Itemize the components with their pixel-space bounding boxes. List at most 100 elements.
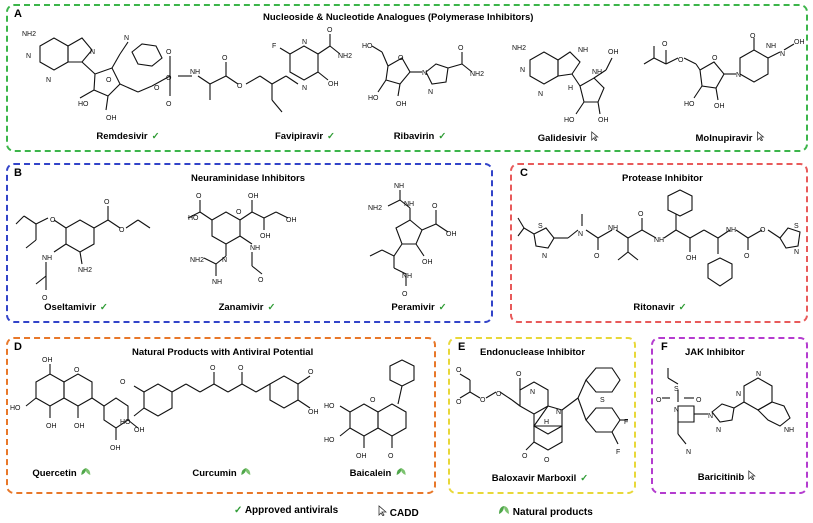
- favipiravir-n2: N: [302, 85, 307, 92]
- quercetin-oh1: OH: [42, 357, 53, 364]
- legend-cadd-label: CADD: [389, 508, 419, 519]
- galidesivir-ho: HO: [564, 117, 575, 124]
- baricitinib-s: S: [674, 386, 679, 393]
- legend-natural-label: Natural products: [512, 507, 593, 518]
- favipiravir-nh2: NH2: [338, 53, 352, 60]
- baloxavir-o3: O: [480, 397, 486, 404]
- ribavirin-o2: O: [458, 45, 464, 52]
- baricitinib-n5: N: [736, 391, 741, 398]
- drug-peramivir: Peramivir✓: [391, 302, 446, 313]
- curcumin-structure: O HO O O O OH: [120, 365, 319, 426]
- remdesivir-nh: NH: [190, 69, 200, 76]
- drug-baicalein: Baicalein: [350, 467, 407, 479]
- peramivir-oh: OH: [446, 231, 457, 238]
- drug-molnupiravir: Molnupiravir: [695, 131, 765, 144]
- approved-check-icon: ✓: [438, 131, 447, 142]
- ritonavir-structure: S N N O NH O NH OH NH O O S N: [517, 189, 801, 287]
- panel-c-label: C: [520, 167, 528, 179]
- peramivir-o: O: [402, 291, 408, 298]
- oseltamivir-o4: O: [42, 295, 48, 302]
- baloxavir-o2: O: [456, 399, 462, 406]
- drug-curcumin: Curcumin: [192, 467, 251, 479]
- zanamivir-hn: NH: [250, 245, 260, 252]
- ribavirin-structure: HO O HO OH N N O NH2: [362, 43, 484, 108]
- cadd-cursor-icon: [378, 505, 388, 519]
- zanamivir-nh2: NH2: [190, 257, 204, 264]
- panel-a-label: A: [14, 8, 22, 20]
- baicalein-structure: O HO HO OH O: [324, 359, 415, 460]
- panel-b-label: B: [14, 167, 22, 179]
- zanamivir-structure: HO O O OH OH OH N NH2 NH NH O: [187, 193, 297, 286]
- ritonavir-o3: O: [744, 253, 750, 260]
- legend-approved: ✓ Approved antivirals: [234, 505, 338, 516]
- quercetin-ring-o: O: [74, 367, 80, 374]
- drug-curcumin-name: Curcumin: [192, 468, 237, 479]
- peramivir-oh2: OH: [422, 259, 433, 266]
- baloxavir-o4: O: [496, 391, 502, 398]
- favipiravir-structure: F N N O NH2 OH: [272, 27, 352, 92]
- panel-d: D Natural Products with Antiviral Potent…: [6, 337, 436, 494]
- baloxavir-n1: N: [530, 389, 535, 396]
- remdesivir-p: O: [166, 75, 172, 82]
- drug-ribavirin-name: Ribavirin: [393, 131, 435, 142]
- panel-f-label: F: [661, 341, 668, 353]
- zanamivir-ho: HO: [188, 215, 199, 222]
- quercetin-oh2: OH: [74, 423, 85, 430]
- molnupiravir-structure: O O O HO OH N O NH N OH: [643, 33, 805, 110]
- baicalein-ring-o: O: [370, 397, 376, 404]
- drug-quercetin: Quercetin: [32, 467, 91, 479]
- zanamivir-n: N: [222, 257, 227, 264]
- drug-remdesivir-name: Remdesivir: [96, 131, 148, 142]
- cadd-cursor-icon: [748, 470, 757, 483]
- panel-d-label: D: [14, 341, 22, 353]
- baloxavir-ring-o: O: [544, 457, 550, 464]
- molnupiravir-nh: NH: [766, 43, 776, 50]
- remdesivir-n2: N: [46, 77, 51, 84]
- favipiravir-oh: OH: [328, 81, 339, 88]
- natural-leaf-icon: [395, 467, 406, 479]
- approved-check-icon: ✓: [678, 302, 687, 313]
- drug-oseltamivir: Oseltamivir✓: [44, 302, 108, 313]
- molnupiravir-ring-o: O: [712, 55, 718, 62]
- baicalein-oh: OH: [356, 453, 367, 460]
- ritonavir-nh2: NH: [654, 237, 664, 244]
- panel-a-title: Nucleoside & Nucleotide Analogues (Polym…: [263, 12, 534, 23]
- ribavirin-n2: N: [428, 89, 433, 96]
- galidesivir-n2: N: [538, 91, 543, 98]
- drug-baricitinib-name: Baricitinib: [697, 472, 745, 483]
- baricitinib-n3: N: [716, 427, 721, 434]
- panel-c: C Protease Inhibitor: [510, 163, 808, 323]
- panel-d-title: Natural Products with Antiviral Potentia…: [132, 347, 314, 358]
- ritonavir-n1: N: [542, 253, 547, 260]
- favipiravir-n1: N: [302, 39, 307, 46]
- galidesivir-n1: N: [520, 67, 525, 74]
- ribavirin-n1: N: [422, 70, 427, 77]
- drug-favipiravir: Favipiravir✓: [275, 131, 335, 142]
- remdesivir-ring-o: O: [106, 77, 112, 84]
- natural-leaf-icon: [241, 467, 252, 479]
- remdesivir-oh: OH: [106, 115, 117, 122]
- remdesivir-cn-n: N: [124, 35, 129, 42]
- drug-baicalein-name: Baicalein: [349, 468, 392, 479]
- zanamivir-oh3: OH: [260, 233, 271, 240]
- baricitinib-structure: S O O N N N N N NH N: [656, 368, 794, 456]
- molnupiravir-ho: HO: [684, 101, 695, 108]
- baloxavir-s: S: [600, 397, 605, 404]
- zanamivir-oh1: OH: [248, 193, 259, 200]
- baloxavir-o6: O: [522, 453, 528, 460]
- panel-c-title: Protease Inhibitor: [622, 173, 703, 184]
- baricitinib-nh: NH: [784, 427, 794, 434]
- zanamivir-o: O: [196, 193, 202, 200]
- drug-zanamivir: Zanamivir✓: [219, 302, 276, 313]
- curcumin-o4: O: [308, 369, 314, 376]
- ritonavir-o1: O: [594, 253, 600, 260]
- peramivir-structure: NH NH2 NH O OH OH NH O: [368, 183, 457, 298]
- oseltamivir-nh2: NH2: [78, 267, 92, 274]
- baricitinib-cn: N: [686, 449, 691, 456]
- baricitinib-o1: O: [696, 397, 702, 404]
- molnupiravir-o2: O: [678, 57, 684, 64]
- drug-ritonavir: Ritonavir✓: [633, 302, 686, 313]
- natural-leaf-icon: [498, 506, 510, 518]
- drug-galidesivir-name: Galidesivir: [537, 133, 587, 144]
- remdesivir-structure: NH2 N N N O N HO OH O O O O NH O O: [22, 31, 299, 122]
